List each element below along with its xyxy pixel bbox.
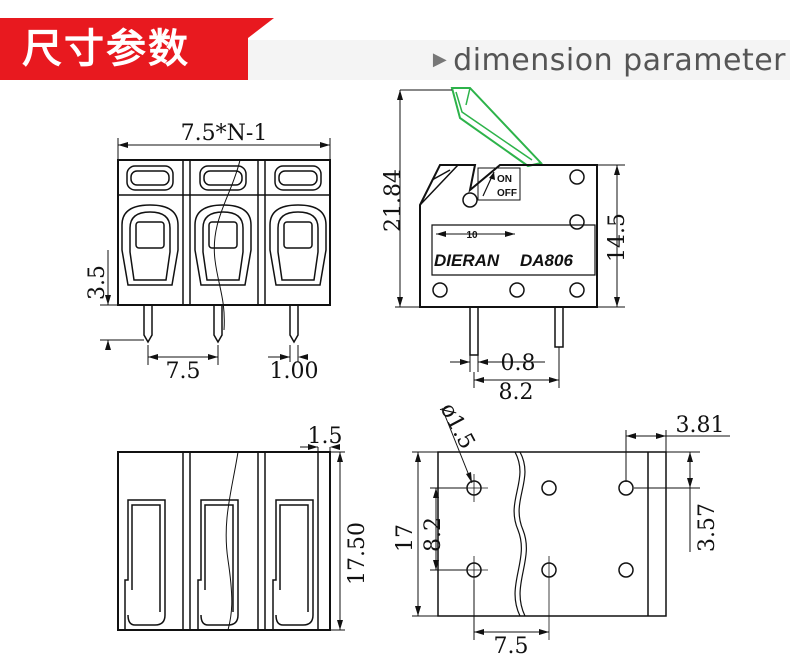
front-view: 7.5*N-1 [85,121,331,384]
header-bar: 尺寸参数 ▶dimension parameter [0,18,790,80]
wire [225,451,239,631]
footprint-outline [437,451,667,617]
back-contact-2 [197,499,239,630]
front-cell-3 [269,165,327,286]
page-title: 尺寸参数 [0,18,248,80]
dim-offset-label: 3.57 [695,503,720,552]
dim-pitch-label: 7.5 [166,359,201,384]
dim-row-label: 8.2 [421,517,446,552]
back-housing [117,451,331,631]
subtitle-band [248,40,790,80]
back-view: 1.5 17.50 [117,424,370,631]
dim-body-label: 14.5 [605,213,630,262]
pin [289,305,299,344]
dim-hole-label: ø1.5 [435,399,480,453]
front-cell-2 [194,165,252,286]
brand-label: DIERAN [434,251,500,270]
wire [213,159,241,331]
side-housing [419,164,598,308]
dim-pin-thickness-label: 0.8 [501,351,536,376]
subtitle-text: dimension parameter [453,43,786,78]
dim-edge-label: 3.81 [676,413,725,438]
model-label: DA806 [520,251,573,270]
play-triangle-icon: ▶ [432,49,448,70]
footprint-view: ø1.5 3.81 17 8.2 3.57 7.5 [393,399,730,659]
switch-off-label: OFF [497,188,517,199]
pin [143,305,153,344]
dim-pin-label: 1.00 [270,359,319,384]
footprint-hole [618,480,634,496]
front-housing [117,159,331,306]
pin [554,306,564,348]
dim-back-height-label: 17.50 [345,522,370,585]
page-subtitle: ▶dimension parameter [433,40,786,80]
switch-label [477,167,521,201]
back-contact-1 [124,499,166,630]
arrow-dim-label: 10 [466,230,478,241]
dim-thickness-label: 1.5 [308,424,343,449]
lever [450,87,543,168]
title-notch [248,18,274,38]
dim-footprint-pitch-label: 7.5 [494,634,529,659]
footprint-hole [541,480,557,496]
pin [213,305,223,344]
dim-pin-spacing-label: 8.2 [499,380,534,405]
dim-height-label: 21.84 [381,169,406,232]
side-view: 21.84 ON OFF 10 DIERAN DA806 14.5 [381,87,630,405]
pin [469,306,479,356]
dim-top-label: 7.5*N-1 [181,121,268,146]
switch-on-label: ON [497,174,512,185]
footprint-hole [618,562,634,578]
dim-footprint-height-label: 17 [393,524,418,552]
front-cell-1 [121,165,179,286]
dim-left-label: 3.5 [85,265,110,300]
label-plate [431,224,596,276]
back-contact-3 [272,499,314,630]
